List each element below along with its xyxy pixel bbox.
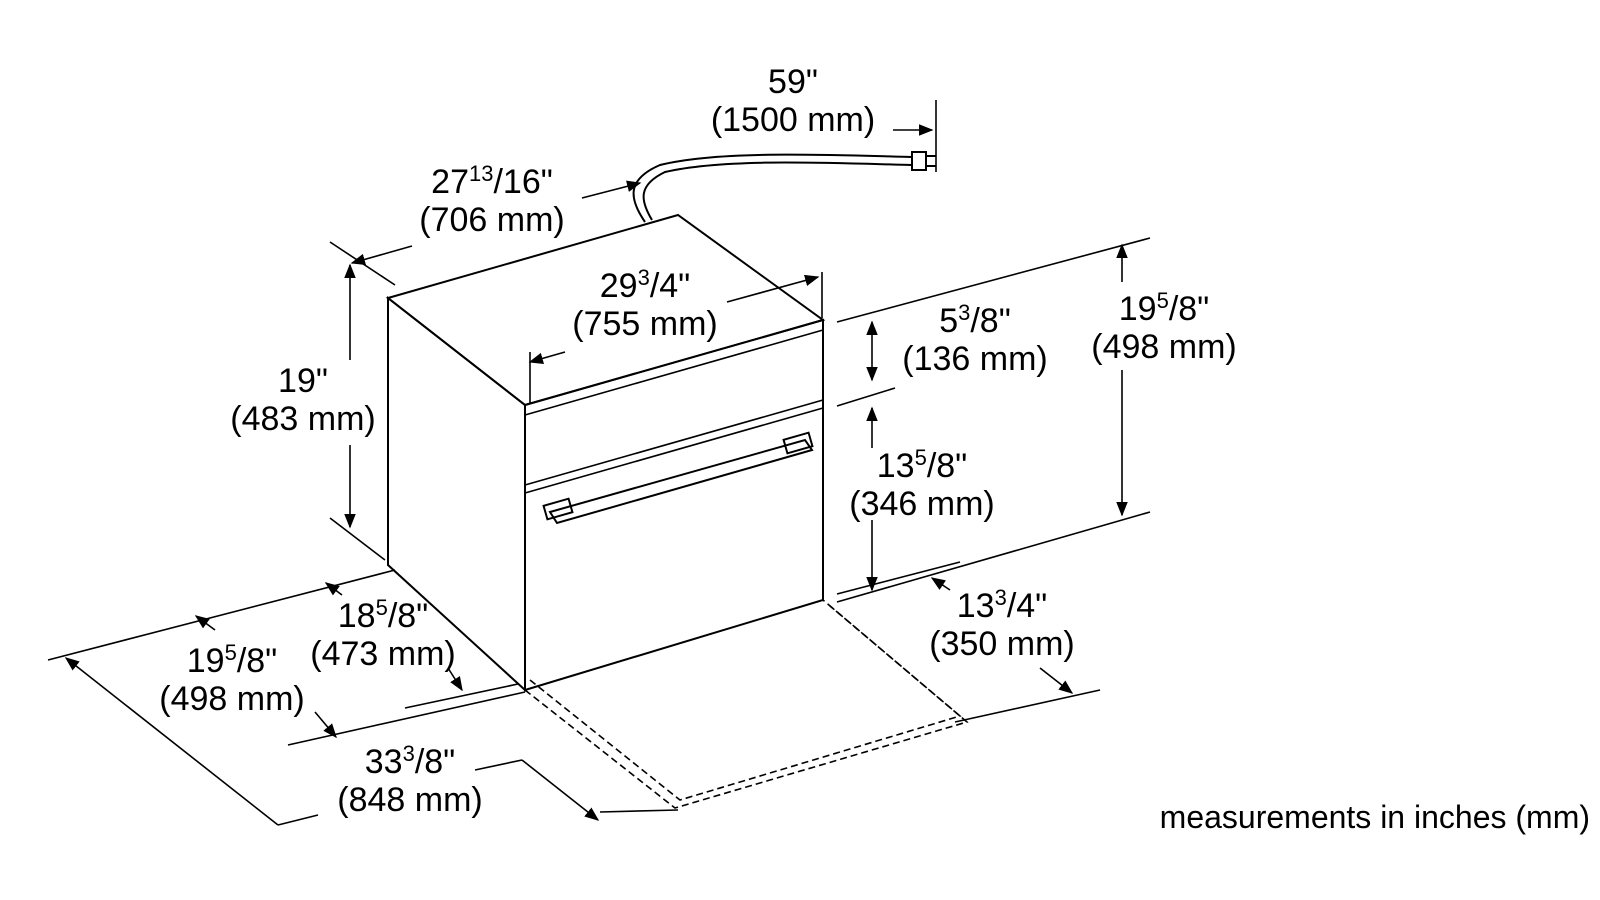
side-depth-mm: (473 mm) [310,635,455,673]
total-height-mm: (498 mm) [1091,328,1236,366]
depth-mm: (706 mm) [419,201,564,239]
total-height-in: 195/8" [1119,288,1210,328]
depth-in: 2713/16" [431,161,553,201]
cord-length-in: 59" [768,63,818,101]
units-note: measurements in inches (mm) [1160,799,1590,835]
door-height-mm: (346 mm) [849,485,994,523]
open-total-depth-in: 333/8" [365,741,456,781]
panel-height-in: 53/8" [939,300,1011,340]
power-cord [632,151,936,223]
open-total-depth-mm: (848 mm) [337,781,482,819]
panel-height-mm: (136 mm) [902,340,1047,378]
outer-depth-in: 195/8" [187,640,278,680]
side-depth-in: 185/8" [338,595,429,635]
door-handle [542,431,814,525]
height-mm: (483 mm) [230,400,375,438]
dimension-arrows [64,124,1128,826]
door-open-depth-mm: (350 mm) [929,625,1074,663]
door-open-footprint [524,599,969,809]
door-open-depth-in: 133/4" [957,585,1048,625]
cord-length-mm: (1500 mm) [711,101,875,139]
door-height-in: 135/8" [877,445,968,485]
outer-depth-mm: (498 mm) [159,680,304,718]
width-in: 293/4" [600,265,691,305]
height-in: 19" [278,362,328,400]
width-mm: (755 mm) [572,305,717,343]
